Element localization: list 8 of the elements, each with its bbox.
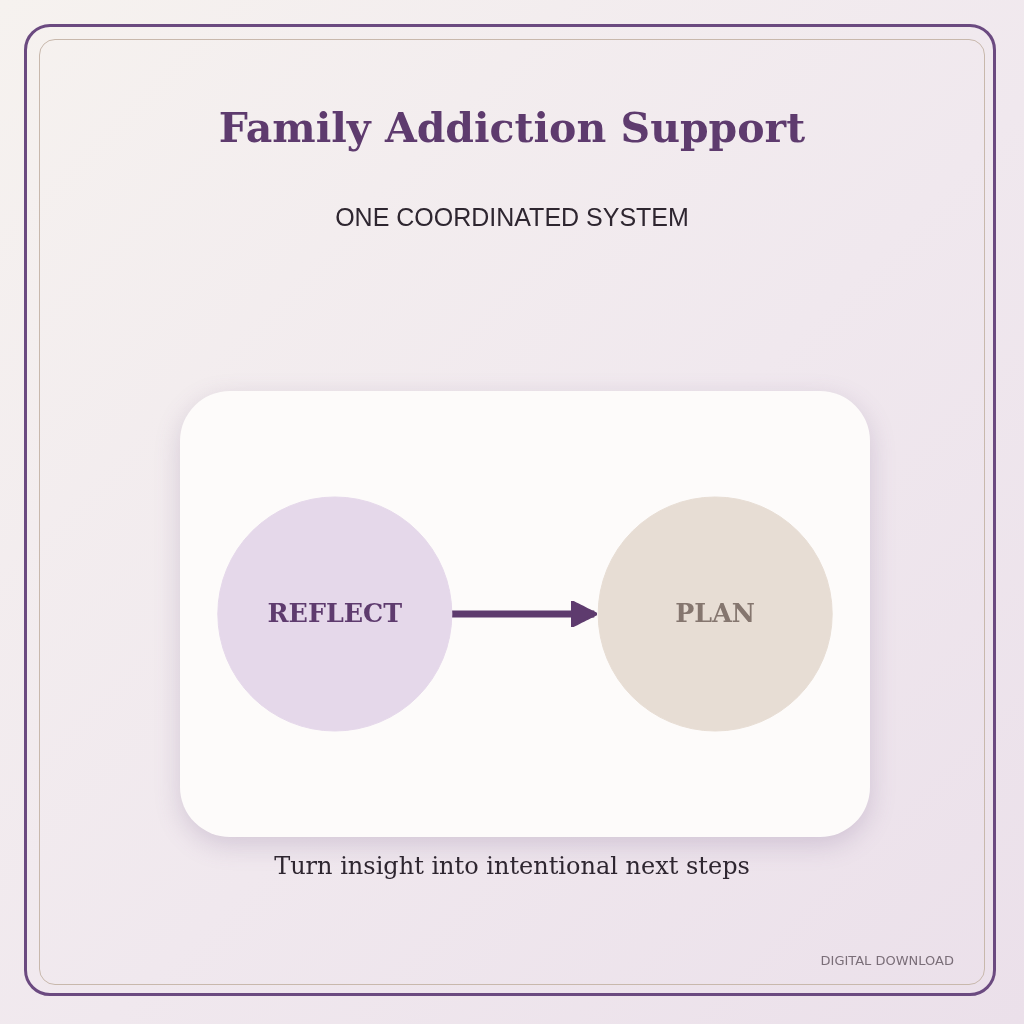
caption: Turn insight into intentional next steps	[274, 852, 750, 880]
node-circle	[597, 496, 833, 732]
subtitle: ONE COORDINATED SYSTEM	[335, 203, 689, 232]
arrow	[451, 600, 599, 628]
node-circle	[217, 496, 453, 732]
footer-note: DIGITAL DOWNLOAD	[820, 953, 954, 968]
card-background: REFLECT PLAN	[180, 391, 870, 837]
title: Family Addiction Support	[218, 104, 806, 152]
